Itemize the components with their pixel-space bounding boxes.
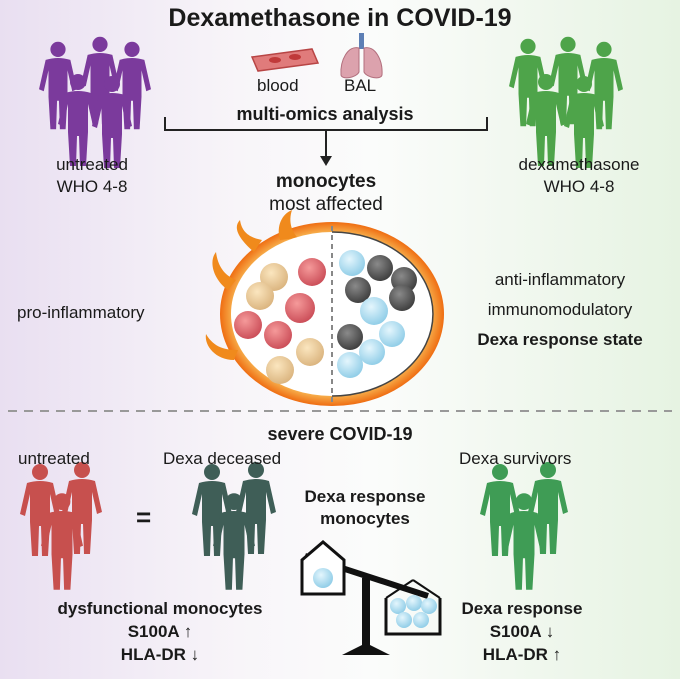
- result-subheading: most affected: [269, 194, 383, 215]
- left-caption: dysfunctional monocytes S100A ↑ HLA-DR ↓: [30, 597, 290, 666]
- pro-inflammatory-label: pro-inflammatory: [17, 303, 145, 322]
- dexa-response-monocytes-line1: Dexa response: [304, 487, 426, 506]
- left-hla-dr-label: HLA-DR ↓: [120, 645, 200, 664]
- dexa-deceased-label: Dexa deceased: [163, 449, 282, 468]
- dexa-survivors-figures: [480, 462, 568, 590]
- dexamethasone-group-line2: WHO 4-8: [543, 177, 615, 196]
- dexamethasone-group-label: dexamethasone WHO 4-8: [494, 154, 664, 198]
- down-arrow-icon: [320, 156, 332, 166]
- dexa-response-monocytes-line2: monocytes: [320, 509, 410, 528]
- untreated-group-line2: WHO 4-8: [56, 177, 128, 196]
- dexa-response-state-label: Dexa response state: [477, 330, 643, 349]
- sample-label-bal: BAL: [344, 76, 377, 95]
- dexa-state-labels: anti-inflammatory immunomodulatory Dexa …: [450, 265, 670, 355]
- dexa-deceased-figures: [192, 462, 276, 590]
- blood-vessel-icon: [250, 48, 320, 72]
- untreated-group-label: untreated WHO 4-8: [12, 154, 172, 198]
- page-title: Dexamethasone in COVID-19: [168, 4, 512, 32]
- lungs-icon: [340, 33, 383, 79]
- untreated-bottom-figures: [20, 462, 102, 590]
- dexamethasone-group-line1: dexamethasone: [518, 155, 640, 174]
- dexa-survivors-label: Dexa survivors: [459, 449, 572, 468]
- anti-inflammatory-label: anti-inflammatory: [494, 270, 626, 289]
- untreated-bottom-label: untreated: [18, 449, 90, 468]
- left-s100a-label: S100A ↑: [127, 622, 193, 641]
- dexamethasone-group-figures: [509, 36, 623, 168]
- right-hla-dr-label: HLA-DR ↑: [482, 645, 562, 664]
- monocyte-comparison: [205, 210, 444, 406]
- result-heading: monocytes: [275, 171, 377, 192]
- balance-scale-icon: [300, 540, 442, 655]
- right-s100a-label: S100A ↓: [489, 622, 555, 641]
- analysis-label: multi-omics analysis: [236, 104, 414, 124]
- severe-covid-heading: severe COVID-19: [267, 424, 413, 444]
- dexa-response-label: Dexa response: [461, 599, 583, 618]
- dexa-response-monocytes-title: Dexa response monocytes: [280, 486, 450, 530]
- equals-sign: =: [136, 502, 152, 532]
- sample-label-blood: blood: [257, 76, 299, 95]
- untreated-group-figures: [39, 36, 151, 168]
- right-caption: Dexa response S100A ↓ HLA-DR ↑: [432, 597, 612, 666]
- dysfunctional-monocytes-label: dysfunctional monocytes: [57, 599, 263, 618]
- immunomodulatory-label: immunomodulatory: [487, 300, 633, 319]
- untreated-group-line1: untreated: [56, 155, 128, 174]
